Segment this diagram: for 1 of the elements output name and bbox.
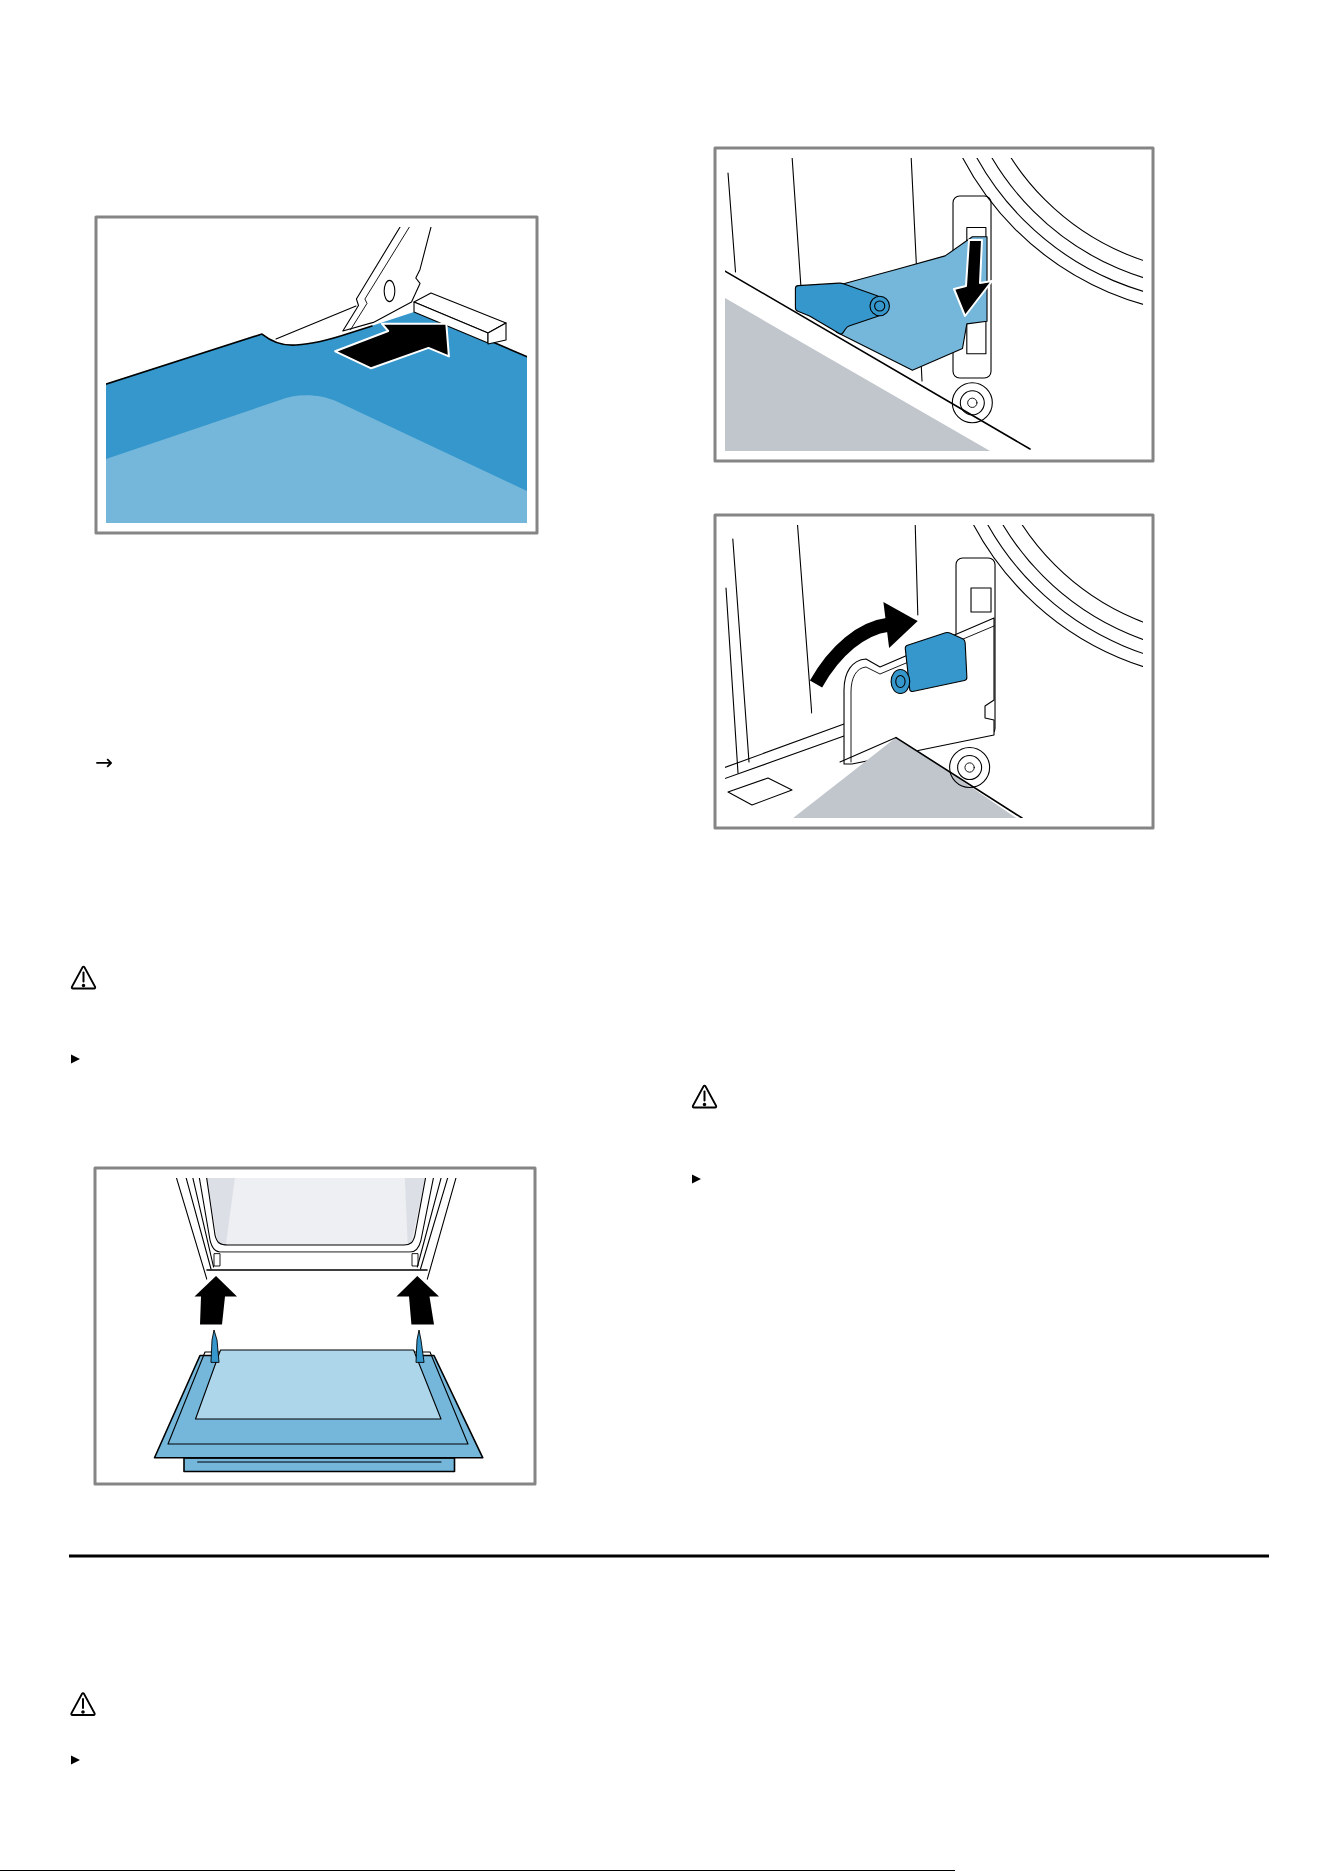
arrow-symbol: →	[96, 758, 112, 768]
